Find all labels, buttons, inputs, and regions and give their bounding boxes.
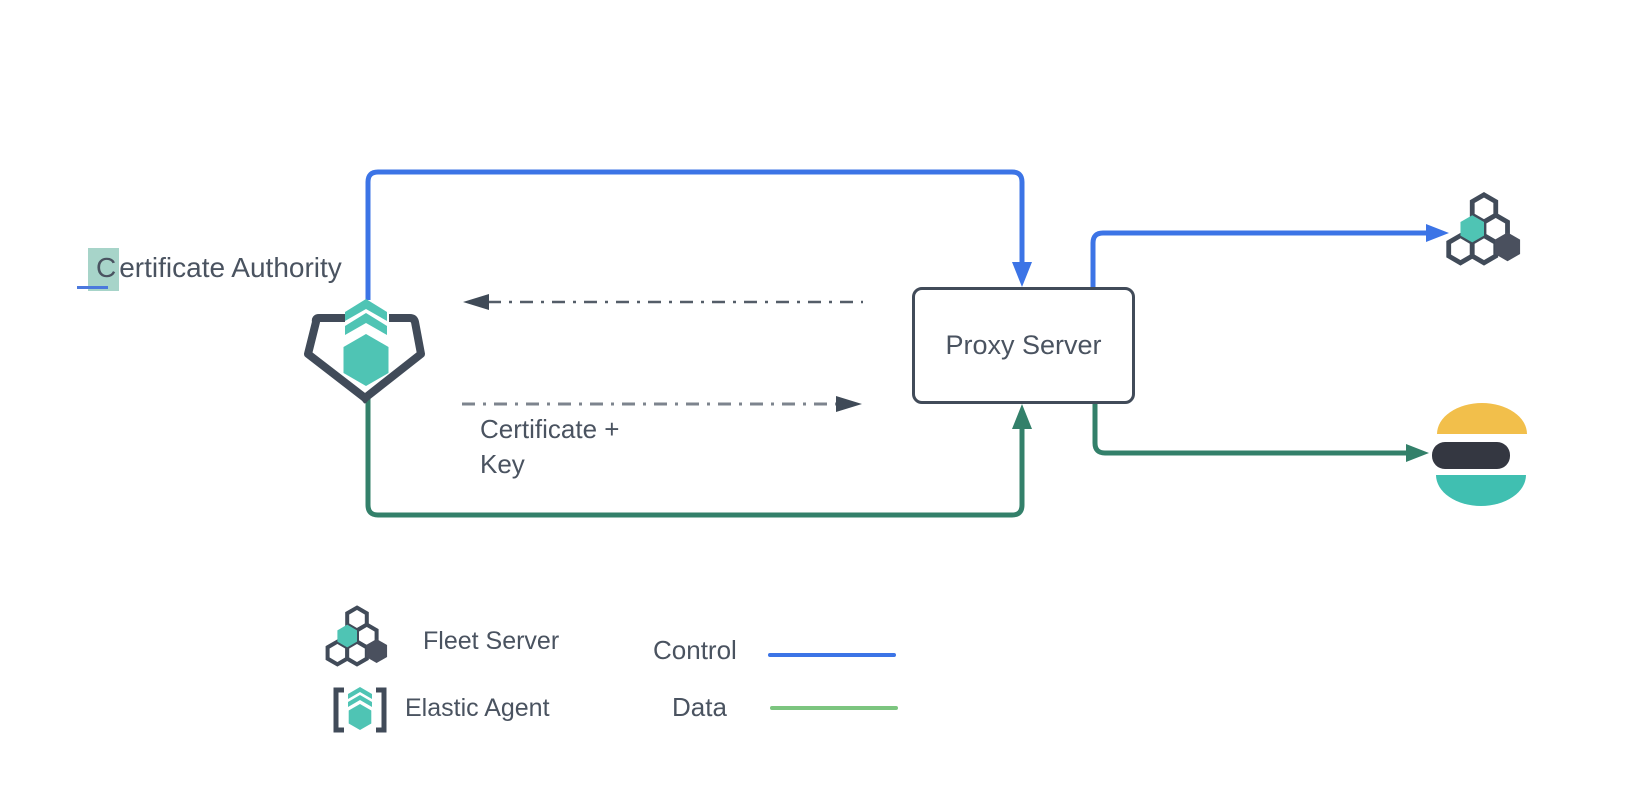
elastic-agent-icon bbox=[333, 687, 387, 733]
legend-elastic-agent-label: Elastic Agent bbox=[405, 694, 550, 722]
arrowhead-right-icon bbox=[836, 396, 862, 412]
arrowhead-left-icon bbox=[463, 294, 489, 310]
legend-fleet-server-label: Fleet Server bbox=[423, 627, 560, 655]
elasticsearch-logo bbox=[1432, 403, 1527, 506]
control-arrow-agent-to-proxy bbox=[365, 169, 1032, 300]
selected-text-highlight: C bbox=[88, 248, 120, 291]
fleet-server-icon bbox=[1446, 192, 1521, 266]
certificate-key-line2: Key bbox=[480, 449, 525, 479]
fleet-server-icon bbox=[325, 605, 388, 667]
control-arrow-proxy-to-fleet bbox=[1090, 224, 1449, 287]
legend-control-line bbox=[768, 653, 896, 657]
legend-data-line bbox=[770, 706, 898, 710]
arrowhead-right-icon bbox=[1426, 224, 1449, 242]
elasticsearch-logo-top bbox=[1437, 403, 1527, 434]
certificate-authority-text: ertificate Authority bbox=[119, 252, 342, 283]
elasticsearch-logo-bar bbox=[1432, 442, 1510, 469]
legend-data-label: Data bbox=[672, 692, 727, 722]
elastic-agent-icon bbox=[304, 299, 425, 404]
legend-control-label: Control bbox=[653, 635, 737, 665]
proxy-server-label: Proxy Server bbox=[945, 330, 1102, 360]
data-arrow-proxy-to-elasticsearch bbox=[1092, 404, 1429, 462]
arrowhead-right-icon bbox=[1406, 444, 1429, 462]
dashed-arrow-left bbox=[463, 294, 863, 310]
dashed-arrow-certificate-key bbox=[462, 396, 862, 412]
proxy-server-node: Proxy Server bbox=[912, 287, 1135, 404]
arrowhead-up-icon bbox=[1012, 404, 1032, 429]
arrowhead-down-icon bbox=[1012, 262, 1032, 287]
data-arrow-agent-to-proxy bbox=[365, 398, 1032, 518]
elasticsearch-logo-bottom bbox=[1436, 475, 1526, 506]
certificate-key-label: Certificate + Key bbox=[480, 412, 619, 482]
certificate-key-line1: Certificate + bbox=[480, 414, 620, 444]
